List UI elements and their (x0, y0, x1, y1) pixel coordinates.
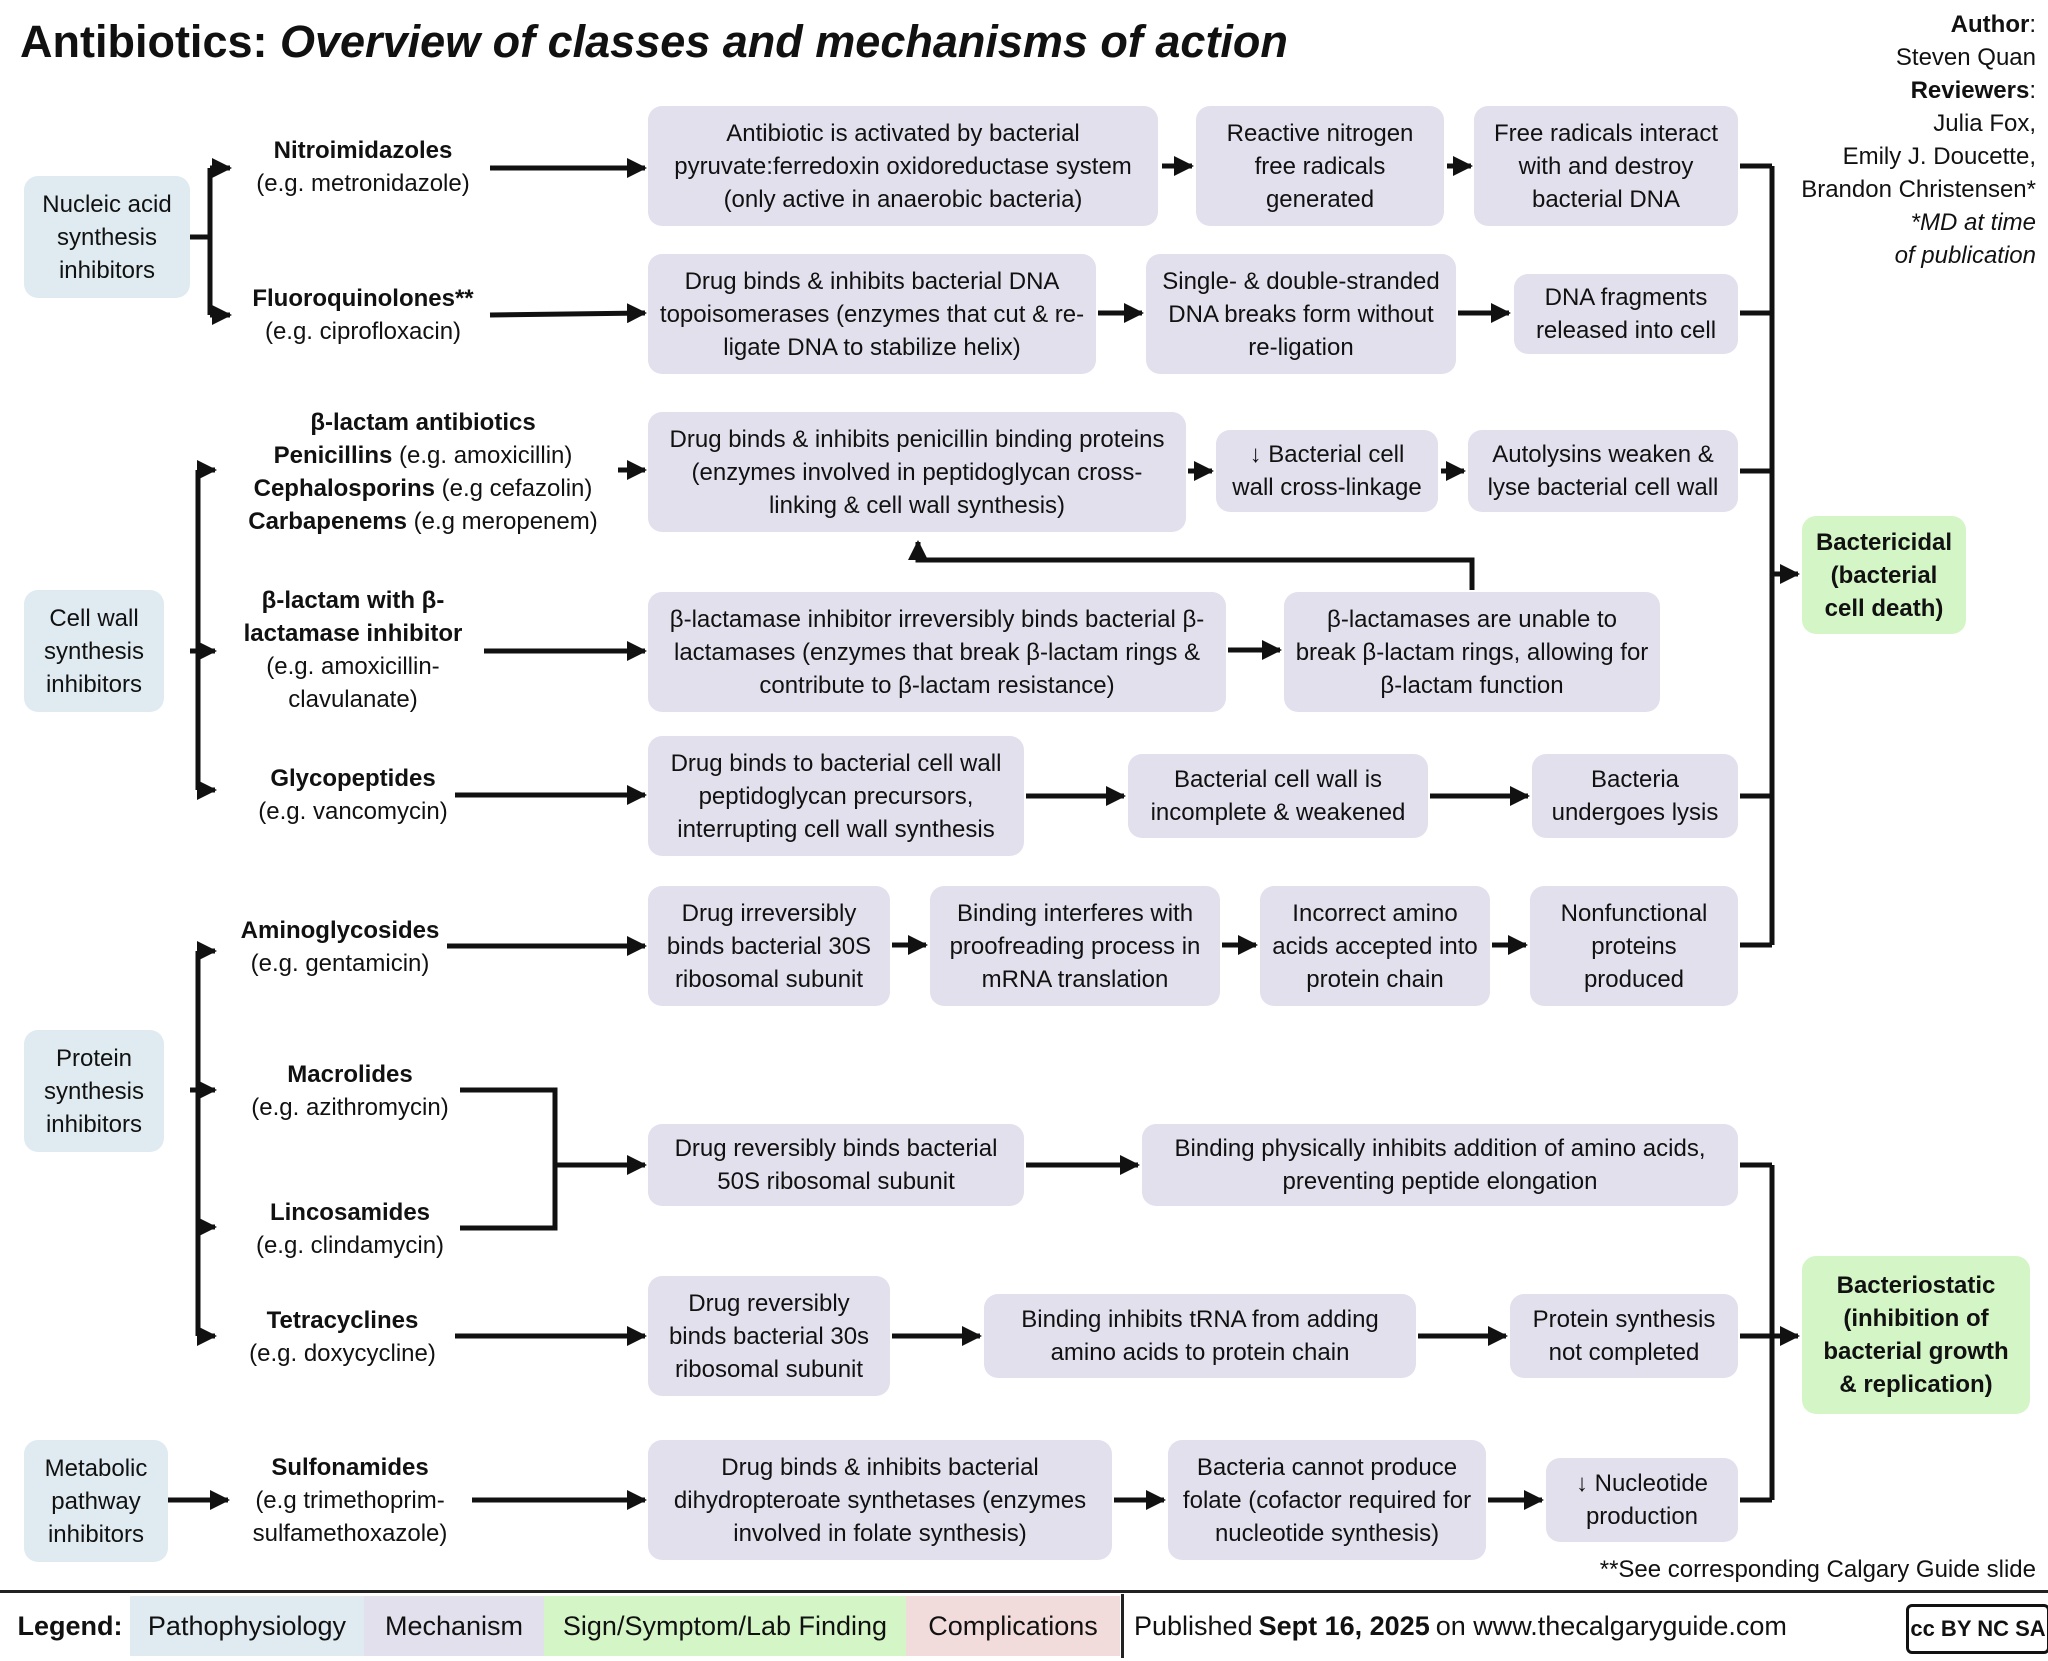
category-cell-wall: Cell wall synthesis inhibitors (24, 590, 164, 712)
mech-glyco-weakened: Bacterial cell wall is incomplete & weak… (1128, 754, 1428, 838)
class-beta-lactam-inhibitor: β-lactam with β-lactamase inhibitor (e.g… (243, 587, 463, 713)
reviewer: Emily J. Doucette, (1842, 143, 2036, 170)
mech-macro-elongation: Binding physically inhibits addition of … (1142, 1124, 1738, 1206)
class-sulfonamides: Sulfonamides(e.g trimethoprim-sulfametho… (252, 1453, 448, 1547)
published-line: Published Sept 16, 2025 on www.thecalgar… (1134, 1610, 1787, 1641)
mech-tetra-30s: Drug reversibly binds bacterial 30s ribo… (648, 1276, 890, 1396)
page-title: Antibiotics: Overview of classes and mec… (20, 16, 1288, 67)
creative-commons-icon: cc BY NC SA (1906, 1604, 2048, 1654)
footer-bar (0, 1590, 2048, 1661)
category-protein: Protein synthesis inhibitors (24, 1030, 164, 1152)
legend-label: Legend: (17, 1610, 123, 1641)
class-lincosamides: Lincosamides(e.g. clindamycin) (255, 1199, 445, 1259)
author-block: Author: Steven Quan Reviewers: Julia Fox… (1801, 8, 2036, 272)
legend-sign-symptom: Sign/Symptom/Lab Finding (544, 1596, 906, 1656)
class-aminoglycosides: Aminoglycosides(e.g. gentamicin) (240, 917, 440, 977)
category-nucleic-acid: Nucleic acid synthesis inhibitors (24, 176, 190, 298)
mech-nitro-radicals: Reactive nitrogen free radicals generate… (1196, 106, 1444, 226)
mech-amino-30s: Drug irreversibly binds bacterial 30S ri… (648, 886, 890, 1006)
class-macrolides: Macrolides(e.g. azithromycin) (251, 1061, 449, 1121)
legend-mechanism: Mechanism (364, 1596, 544, 1656)
outcome-bacteriostatic: Bacteriostatic (inhibition of bacterial … (1802, 1256, 2030, 1414)
outcome-bactericidal: Bactericidal (bacterial cell death) (1802, 516, 1966, 634)
see-calgary-note: **See corresponding Calgary Guide slide (1599, 1556, 2036, 1583)
class-glycopeptides: Glycopeptides(e.g. vancomycin) (258, 765, 448, 825)
mech-amino-incorrect: Incorrect amino acids accepted into prot… (1260, 886, 1490, 1006)
mech-nitro-dna-destroy: Free radicals interact with and destroy … (1474, 106, 1738, 226)
mech-blactam-pbp: Drug binds & inhibits penicillin binding… (648, 412, 1186, 532)
mech-fluoro-topoisomerase: Drug binds & inhibits bacterial DNA topo… (648, 254, 1096, 374)
mech-glyco-lysis: Bacteria undergoes lysis (1532, 754, 1738, 838)
mech-amino-proofreading: Binding interferes with proofreading pro… (930, 886, 1220, 1006)
legend-complications: Complications (906, 1596, 1120, 1656)
class-beta-lactam: β-lactam antibiotics Penicillins (e.g. a… (248, 409, 598, 535)
mech-sulfa-nucleotide: ↓ Nucleotide production (1546, 1458, 1738, 1542)
mech-fluoro-fragments: DNA fragments released into cell (1514, 274, 1738, 354)
mech-macro-50s: Drug reversibly binds bacterial 50S ribo… (648, 1124, 1024, 1206)
mech-nitro-activation: Antibiotic is activated by bacterial pyr… (648, 106, 1158, 226)
mech-blactam-autolysins: Autolysins weaken & lyse bacterial cell … (1468, 430, 1738, 512)
reviewer: Julia Fox, (1933, 110, 2036, 137)
class-tetracyclines: Tetracyclines(e.g. doxycycline) (249, 1307, 436, 1367)
class-fluoroquinolones: Fluoroquinolones**(e.g. ciprofloxacin) (252, 285, 474, 345)
category-metabolic: Metabolic pathway inhibitors (24, 1440, 168, 1562)
mech-glyco-binds: Drug binds to bacterial cell wall peptid… (648, 736, 1024, 856)
mech-amino-nonfunctional: Nonfunctional proteins produced (1530, 886, 1738, 1006)
mech-tetra-not-completed: Protein synthesis not completed (1510, 1294, 1738, 1378)
md-note: *MD at time (1910, 209, 2036, 236)
mech-tetra-trna: Binding inhibits tRNA from adding amino … (984, 1294, 1416, 1378)
mech-blactam-crosslink: ↓ Bacterial cell wall cross-linkage (1216, 430, 1438, 512)
reviewers-label: Reviewers (1910, 77, 2030, 104)
reviewer: Brandon Christensen* (1801, 176, 2036, 203)
mech-sulfa-folate: Bacteria cannot produce folate (cofactor… (1168, 1440, 1486, 1560)
mech-fluoro-dna-breaks: Single- & double-stranded DNA breaks for… (1146, 254, 1456, 374)
author-label: Author (1950, 11, 2030, 38)
mech-blinh-function: β-lactamases are unable to break β-lacta… (1284, 592, 1660, 712)
legend-pathophysiology: Pathophysiology (130, 1596, 364, 1656)
mech-blinh-binds: β-lactamase inhibitor irreversibly binds… (648, 592, 1226, 712)
author-name: Steven Quan (1895, 44, 2036, 71)
mech-sulfa-dhps: Drug binds & inhibits bacterial dihydrop… (648, 1440, 1112, 1560)
md-note: of publication (1894, 242, 2036, 269)
footer-divider (1121, 1594, 1124, 1658)
class-nitroimidazoles: Nitroimidazoles(e.g. metronidazole) (256, 137, 470, 197)
